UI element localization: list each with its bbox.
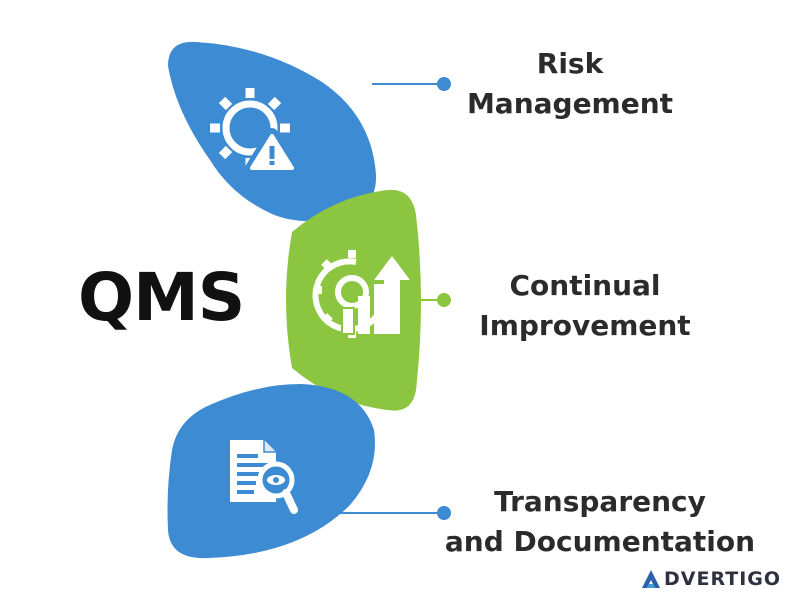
label-transparency-documentation: Transparency and Documentation bbox=[420, 482, 780, 562]
connector-improvement bbox=[418, 293, 451, 307]
label-line: Management bbox=[466, 87, 674, 120]
label-line: and Documentation bbox=[444, 525, 756, 558]
watermark-text: DVERTIGO bbox=[664, 568, 782, 590]
segment-improvement bbox=[286, 189, 421, 411]
label-line: Continual bbox=[509, 269, 661, 302]
label-line: Risk bbox=[536, 47, 604, 80]
document-magnifier-icon bbox=[230, 440, 298, 514]
qms-title: QMS bbox=[78, 259, 245, 336]
label-continual-improvement: Continual Improvement bbox=[450, 266, 720, 346]
label-risk-management: Risk Management bbox=[440, 44, 700, 124]
gear-warning-icon bbox=[210, 88, 300, 176]
label-line: Transparency bbox=[494, 485, 706, 518]
advertigo-a-logo-icon bbox=[642, 570, 660, 588]
connector-risk bbox=[372, 77, 451, 91]
label-line: Improvement bbox=[479, 309, 691, 342]
gear-bar-chart-arrow-icon bbox=[312, 250, 410, 338]
watermark: DVERTIGO bbox=[640, 566, 790, 592]
